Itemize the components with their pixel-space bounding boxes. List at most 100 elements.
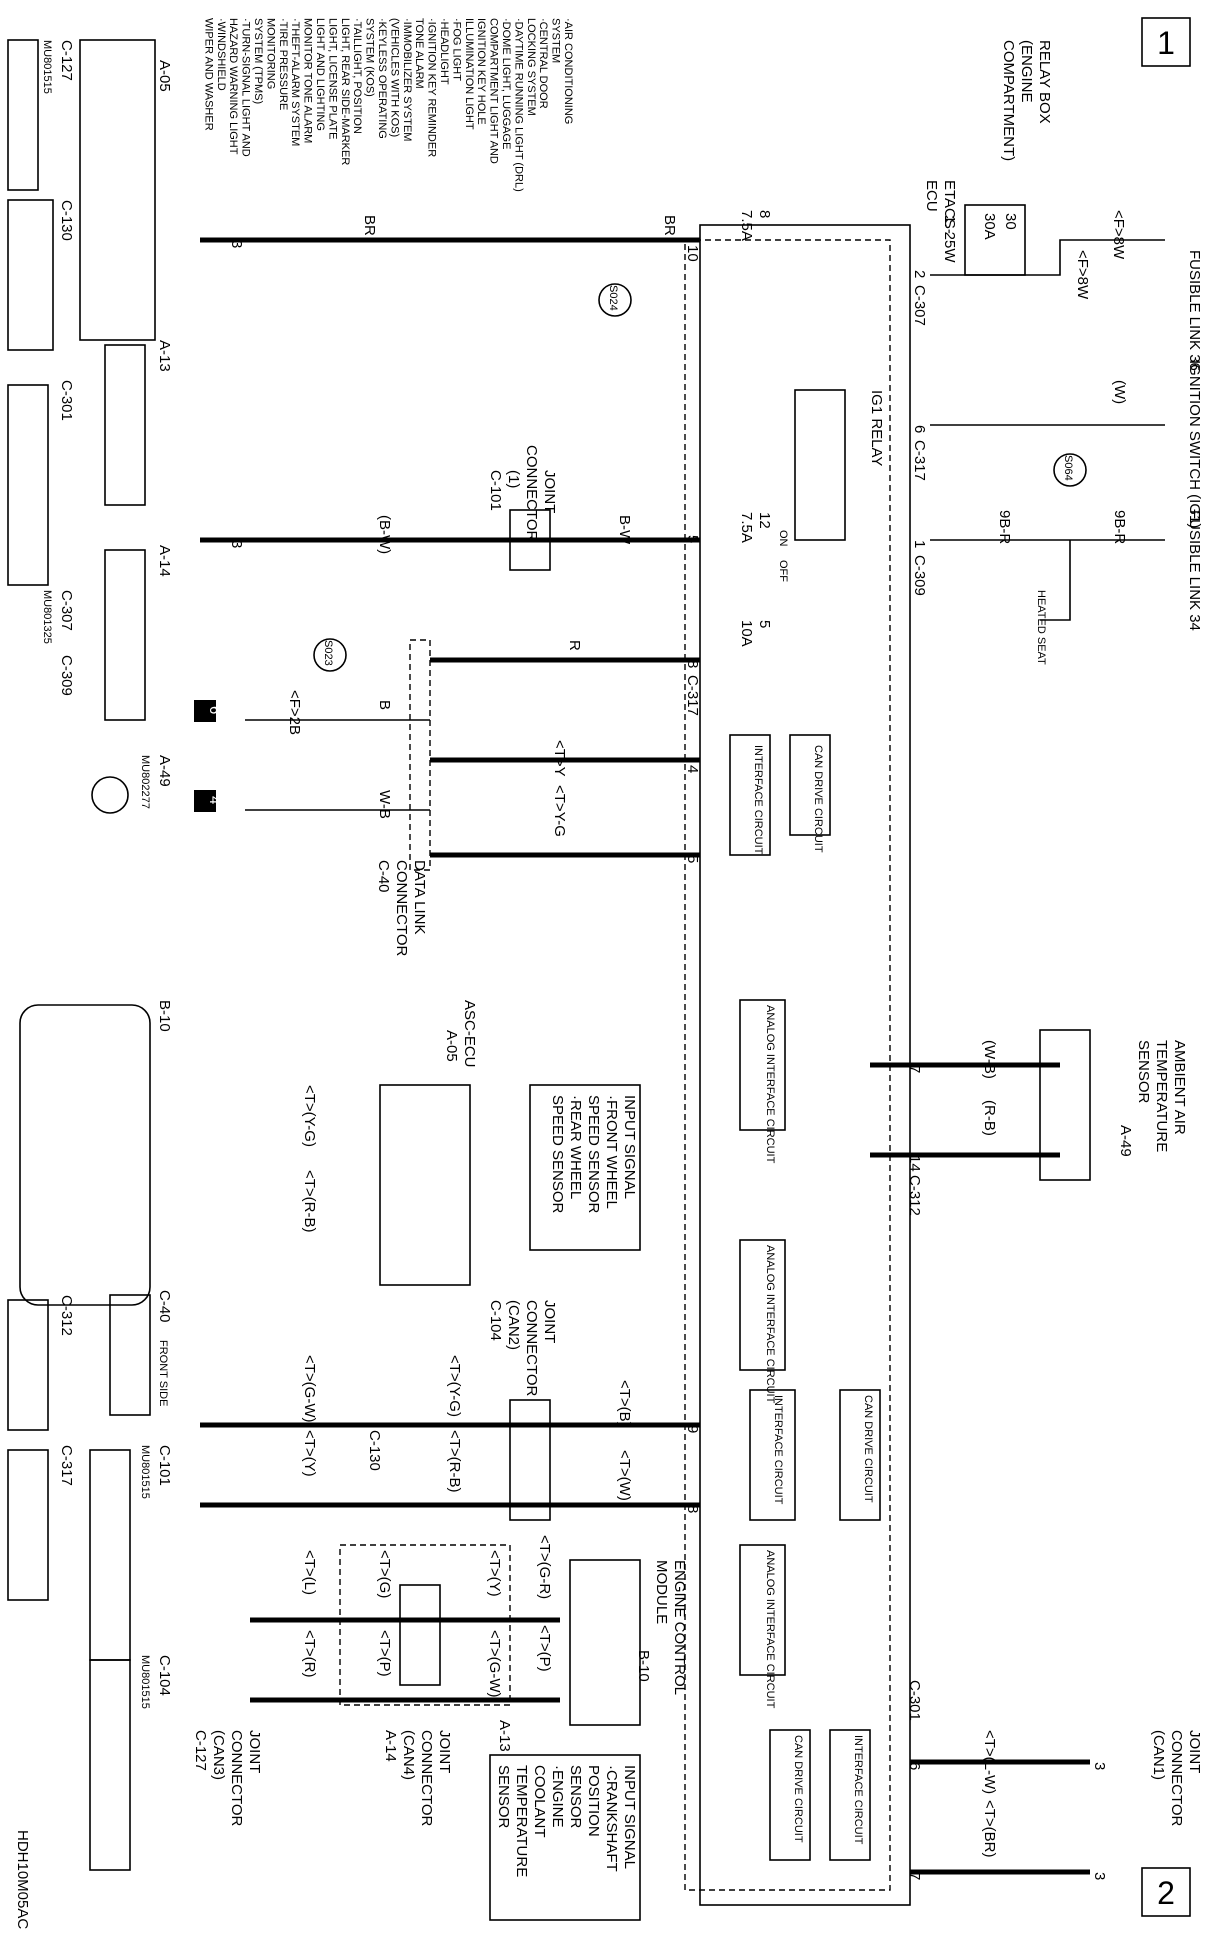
fuse-12-amp: 7.5A	[738, 512, 755, 543]
f8w-label-b: <F>8W	[1074, 250, 1091, 300]
fuse-30: 30	[1002, 213, 1019, 230]
pin-1: 1	[911, 540, 928, 548]
cv-c301-shape	[7, 384, 49, 586]
pin-2: 2	[911, 270, 928, 278]
analog-interface-1	[739, 999, 786, 1131]
relay-box-label-1: RELAY BOX	[1036, 40, 1053, 124]
wire-label-f2b: <F>2B	[286, 690, 303, 735]
interface-circuit-2-label: INTERFACE CIRCUIT	[772, 1395, 784, 1505]
ig1-relay-label: IG1 RELAY	[868, 390, 885, 466]
system-list-item: SYSTEM	[550, 18, 562, 63]
jc-can1-label-2: CONNECTOR	[1168, 1730, 1185, 1827]
wire-label-br: BR	[661, 215, 678, 236]
wire-label-bw: B-W	[616, 515, 633, 545]
analog-interface-1-label: ANALOG INTERFACE CIRCUIT	[764, 1005, 776, 1164]
wire-label-tyg: <T>Y-G	[551, 785, 568, 837]
system-list-item: LIGHT AND LIGHTING	[314, 18, 326, 131]
input-ecm-7: TEMPERATURE	[513, 1765, 530, 1877]
input-ecm-1: INPUT SIGNAL	[621, 1765, 638, 1869]
wire-label-tl: <T>(L)	[301, 1550, 318, 1595]
ambient-label-1: AMBIENT AIR	[1171, 1040, 1188, 1135]
system-list-item: ·THEFT-ALARM SYSTEM	[289, 18, 301, 146]
input-asc-4: ·REAR WHEEL	[567, 1095, 584, 1199]
system-list-item: ·DAYTIME RUNNING LIGHT (DRL)	[512, 18, 524, 192]
cv-a13-shape	[104, 344, 146, 506]
c307-ref: C-307	[911, 285, 928, 326]
input-ecm-6: COOLANT	[531, 1765, 548, 1838]
input-ecm-4: SENSOR	[567, 1765, 584, 1829]
cv-c127: C-127	[58, 40, 75, 81]
system-list-item: ·TIRE PRESSURE	[277, 18, 289, 110]
cv-c104: C-104	[156, 1655, 173, 1696]
cv-a49: A-49	[156, 755, 173, 787]
wire-label-tgw2: <T>(G-W)	[486, 1630, 503, 1698]
cv-c309: C-309	[58, 655, 75, 696]
ign-wire-color: (W)	[1111, 380, 1128, 404]
relay-box-label-3: COMPARTMENT)	[1000, 40, 1017, 161]
cv-mu-a: MU801515	[41, 40, 53, 94]
c312-ref: C-312	[906, 1175, 923, 1216]
wire-label-tyg3: <T>(Y-G)	[301, 1085, 318, 1147]
wire-label-r: R	[566, 640, 583, 651]
system-list-item: ·FOG LIGHT	[450, 18, 462, 81]
wire-label-tgr: <T>(G-R)	[536, 1535, 553, 1599]
system-list-item: HAZARD WARNING LIGHT	[227, 18, 239, 155]
wire-label-rb: (R-B)	[981, 1100, 998, 1136]
cv-c301: C-301	[58, 380, 75, 421]
input-asc-2: ·FRONT WHEEL	[603, 1095, 620, 1209]
f8w-label-a: <F>8W	[1110, 210, 1127, 260]
fuse-8: 8	[756, 210, 773, 218]
wire-label-tbr: <T>(BR)	[981, 1800, 998, 1858]
can-drive-circuit-2-label: CAN DRIVE CIRCUIT	[862, 1395, 874, 1503]
pin-4: 4	[684, 765, 701, 773]
system-list-item: LIGHT, LICENSE PLATE	[326, 18, 338, 139]
splice-s024	[598, 283, 632, 317]
cv-b10-shape	[19, 1004, 151, 1306]
pin-5b: 5	[684, 855, 701, 863]
c130-ref: C-130	[366, 1430, 383, 1471]
cv-mu-b: MU801325	[41, 590, 53, 644]
cv-a14: A-14	[156, 545, 173, 577]
dlc-label-2: CONNECTOR	[393, 860, 410, 957]
heated-seat-wire	[1040, 540, 1071, 621]
cv-a05: A-05	[156, 60, 173, 92]
system-list-item: WIPER AND WASHER	[202, 18, 214, 131]
jc-can3-label-1: JOINT	[246, 1730, 263, 1773]
ref-4: 4	[206, 796, 223, 804]
jc-can3-label-2: CONNECTOR	[228, 1730, 245, 1827]
etacs-ecu-internal	[684, 239, 891, 1891]
figure-id: HDH10M05AC	[14, 1830, 31, 1929]
cv-front-side: FRONT SIDE	[157, 1340, 169, 1406]
wire-label-ty: <T>Y	[551, 740, 568, 777]
jc-can2-label-2: CONNECTOR	[523, 1300, 540, 1397]
interface-circuit-3-label: INTERFACE CIRCUIT	[852, 1735, 864, 1845]
data-link-connector	[409, 639, 431, 871]
system-list-item: ·IMMOBILIZER SYSTEM	[401, 18, 413, 141]
system-list-item: ·DOME LIGHT, LUGGAGE	[500, 18, 512, 149]
wire-label-tb: <T>(B)	[616, 1380, 633, 1427]
wire-label-tyy: <T>(Y)	[486, 1550, 503, 1597]
system-list-item: TONE ALARM	[413, 18, 425, 89]
wire-label-ty2: <T>(Y)	[301, 1430, 318, 1477]
cv-c101: C-101	[156, 1445, 173, 1486]
a49-ref: A-49	[1117, 1125, 1134, 1157]
page-marker-2	[1141, 1867, 1191, 1917]
pin-9: 9	[684, 1425, 701, 1433]
cv-c130-shape	[7, 199, 54, 351]
wire-9b-r-mid: 9B-R	[996, 510, 1013, 544]
wire-label-trb2: <T>(R-B)	[446, 1430, 463, 1493]
interface-circuit-1	[729, 734, 771, 856]
fuse-5-amp: 10A	[738, 620, 755, 647]
relay-off: OFF	[777, 560, 789, 582]
ref-4-box	[194, 790, 216, 812]
wire-label-tp2: <T>(P)	[376, 1630, 393, 1677]
system-list-item: SYSTEM (KOS)	[364, 18, 376, 97]
system-list-item: MONITOR TONE ALARM	[302, 18, 314, 143]
c127-ref: C-127	[192, 1730, 209, 1771]
c101-ref: C-101	[487, 470, 504, 511]
pin-6: 6	[911, 425, 928, 433]
fuse-12: 12	[756, 512, 773, 529]
jc-c101-label-1: JOINT	[541, 470, 558, 513]
c104-ref: C-104	[487, 1300, 504, 1341]
wire-label-tg: <T>(G)	[376, 1550, 393, 1598]
